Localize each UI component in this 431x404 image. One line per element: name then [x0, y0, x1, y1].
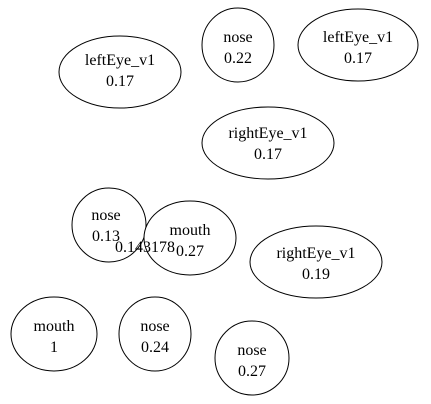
node-value: 0.27	[176, 243, 204, 260]
node-value: 0.17	[106, 73, 134, 90]
node-value: 0.13	[92, 228, 120, 245]
node-nose-2: nose 0.13	[71, 187, 147, 263]
node-label: leftEye_v1	[323, 29, 393, 46]
node-righteye-2: rightEye_v1 0.19	[249, 225, 383, 299]
node-label: mouth	[34, 318, 75, 335]
node-label: nose	[223, 29, 252, 46]
node-value: 1	[50, 339, 58, 356]
node-mouth-2: mouth 1	[10, 296, 98, 372]
node-label: rightEye_v1	[276, 245, 355, 262]
node-mouth-1: mouth 0.27	[143, 200, 237, 276]
node-value: 0.22	[224, 50, 252, 67]
node-nose-1: nose 0.22	[201, 7, 275, 83]
node-lefteye-1: leftEye_v1 0.17	[58, 35, 182, 109]
node-label: nose	[237, 342, 266, 359]
node-value: 0.19	[302, 266, 330, 283]
node-righteye-1: rightEye_v1 0.17	[201, 106, 335, 180]
node-nose-3: nose 0.24	[118, 296, 192, 372]
node-label: rightEye_v1	[228, 125, 307, 142]
edge-label: 0.143178	[115, 239, 175, 256]
node-label: leftEye_v1	[85, 52, 155, 69]
node-label: mouth	[170, 222, 211, 239]
node-nose-4: nose 0.27	[214, 320, 290, 396]
node-label: nose	[140, 318, 169, 335]
node-lefteye-2: leftEye_v1 0.17	[297, 8, 419, 82]
node-value: 0.24	[141, 339, 169, 356]
node-value: 0.27	[238, 363, 266, 380]
node-value: 0.17	[254, 146, 282, 163]
node-label: nose	[91, 207, 120, 224]
node-value: 0.17	[344, 50, 372, 67]
